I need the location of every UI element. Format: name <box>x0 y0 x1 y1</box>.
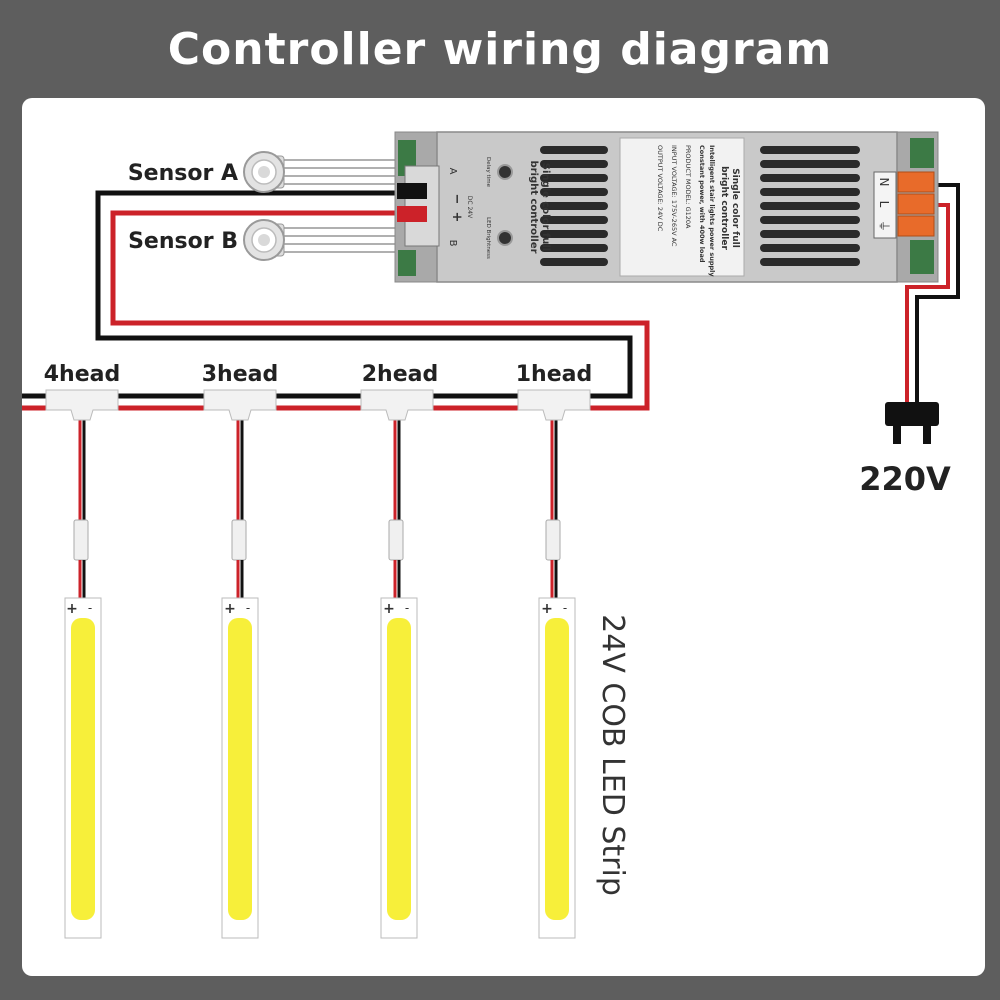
strip-3-minus: - <box>246 601 250 615</box>
terminal-l <box>897 193 935 215</box>
negative-terminal <box>397 183 427 199</box>
sensor-b <box>243 219 402 261</box>
led-strip-4 <box>71 618 95 920</box>
led-strip-2 <box>387 618 411 920</box>
knob1-label: Delay time <box>485 157 491 188</box>
head-4 <box>45 389 119 939</box>
led-strip-3 <box>228 618 252 920</box>
strip-3-plus: + <box>224 601 236 617</box>
controller-name-line2: bright controller <box>528 160 539 253</box>
plus-label: + <box>449 212 464 223</box>
sticker-line-2: Constant power, with 400w load <box>698 145 706 263</box>
sticker-line-3: PRODUCT MODEL: G120A <box>684 145 692 229</box>
led-strip-1 <box>545 618 569 920</box>
head-1-label: 1head <box>516 362 592 387</box>
head-2-label: 2head <box>362 362 438 387</box>
delay-knob-icon <box>497 164 513 180</box>
sensor-a <box>243 151 402 193</box>
controller-name-line1: Single color full <box>540 163 551 251</box>
terminal-n <box>897 171 935 193</box>
minus-label: − <box>449 194 464 205</box>
sensor-a-lens-icon <box>258 166 270 178</box>
port-b-label: B <box>447 240 458 247</box>
strip-4-minus: - <box>88 601 92 615</box>
strip-4-plus: + <box>66 601 78 617</box>
sticker-line-4: INPUT VOLTAGE: 175V-265V AC <box>670 145 678 247</box>
head-1 <box>517 389 591 939</box>
strip-2-plus: + <box>383 601 395 617</box>
head-4-label: 4head <box>44 362 120 387</box>
sticker-title-line2: bright controller <box>719 166 729 250</box>
terminal-ground <box>897 215 935 237</box>
sticker-line-5: OUTPUT VOLTAGE: 24V DC <box>656 145 664 232</box>
sensor-b-lens-icon <box>258 234 270 246</box>
power-plug-icon <box>885 402 939 444</box>
wiring-diagram: 220V Sensor A Sensor B <box>22 131 960 939</box>
terminal-ground-label: ⏚ <box>877 220 891 232</box>
head-2 <box>360 389 434 939</box>
port-a-label: A <box>447 168 458 175</box>
head-3 <box>203 389 277 939</box>
brightness-knob-icon <box>497 230 513 246</box>
diagram-panel: 220V Sensor A Sensor B <box>22 98 985 976</box>
head-3-label: 3head <box>202 362 278 387</box>
strip-1-plus: + <box>541 601 553 617</box>
sensor-a-label: Sensor A <box>128 161 238 186</box>
terminal-n-label: N <box>877 178 891 187</box>
sticker-title-line1: Single color full <box>730 168 740 248</box>
strip-2-minus: - <box>405 601 409 615</box>
dc-label: DC 24V <box>466 196 473 219</box>
power-wire-black <box>915 183 960 405</box>
power-wire-red <box>905 203 950 405</box>
sensor-b-label: Sensor B <box>128 229 238 254</box>
strip-1-minus: - <box>563 601 567 615</box>
diagram-title: Controller wiring diagram <box>167 24 833 75</box>
positive-terminal <box>397 206 427 222</box>
sticker-line-1: Intelligent stair lights power supply <box>708 145 716 277</box>
knob2-label: LED Brightness <box>485 217 491 259</box>
strip-label: 24V COB LED Strip <box>595 614 630 896</box>
power-label: 220V <box>859 460 951 498</box>
terminal-l-label: L <box>877 201 891 208</box>
controller <box>394 131 939 283</box>
